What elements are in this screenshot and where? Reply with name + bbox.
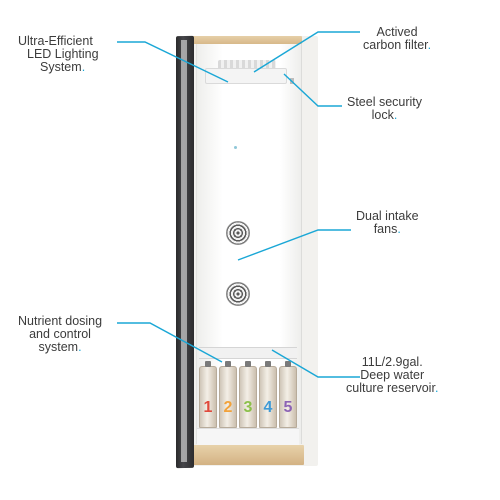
callout-line: fans [373, 222, 398, 236]
sensor-dot [234, 146, 237, 149]
wood-base [188, 445, 304, 465]
callout-line: Dual intake [356, 209, 419, 223]
accent-dot: . [78, 340, 82, 354]
security-lock [290, 78, 294, 84]
bottle-number: 4 [263, 399, 273, 416]
accent-dot: . [427, 38, 432, 52]
callout-line: carbon filter [363, 38, 428, 52]
callout-nutrient-dosing: Nutrient dosing and control system. [18, 315, 102, 354]
water-reservoir [197, 428, 299, 445]
accent-dot: . [81, 60, 86, 74]
callout-line: Deep water [360, 368, 425, 382]
callout-line: Nutrient dosing [18, 314, 103, 328]
bottle-number: 1 [203, 399, 213, 416]
nutrient-bottle: 1 [199, 361, 217, 428]
fan-icon [226, 221, 250, 245]
callout-line: 11L/2.9gal. [361, 355, 423, 369]
callout-line: Actived [376, 25, 418, 39]
nutrient-bottles: 1 2 3 4 5 [199, 361, 297, 428]
door-glass-reflection [181, 40, 187, 462]
callout-line: lock [371, 108, 394, 122]
dosing-shelf [199, 347, 297, 359]
nutrient-bottle: 4 [259, 361, 277, 428]
callout-line: Ultra-Efficient [18, 34, 93, 48]
callout-carbon-filter: Actived carbon filter. [363, 26, 431, 52]
accent-dot: . [393, 108, 398, 122]
callout-line: and control [29, 327, 91, 341]
bottle-number: 5 [283, 399, 293, 416]
bottle-number: 2 [223, 399, 233, 416]
led-panel [205, 68, 287, 84]
wood-top-trim [190, 36, 302, 44]
accent-dot: . [434, 381, 439, 395]
nutrient-bottle: 2 [219, 361, 237, 428]
carbon-filter [218, 60, 276, 70]
callout-security-lock: Steel security lock. [347, 96, 422, 122]
callout-dual-fans: Dual intake fans. [356, 210, 419, 236]
nutrient-bottle: 3 [239, 361, 257, 428]
callout-line: LED Lighting [27, 47, 99, 61]
callout-line: System [40, 60, 82, 74]
fan-icon [226, 282, 250, 306]
accent-dot: . [397, 222, 401, 236]
callout-reservoir: 11L/2.9gal. Deep water culture reservoir… [346, 356, 438, 395]
callout-line: Steel security [347, 95, 423, 109]
callout-line: culture reservoir [346, 381, 435, 395]
bottle-number: 3 [243, 399, 253, 416]
callout-led-lighting: Ultra-Efficient LED Lighting System. [18, 35, 99, 74]
nutrient-bottle: 5 [279, 361, 297, 428]
callout-line: system [38, 340, 79, 354]
